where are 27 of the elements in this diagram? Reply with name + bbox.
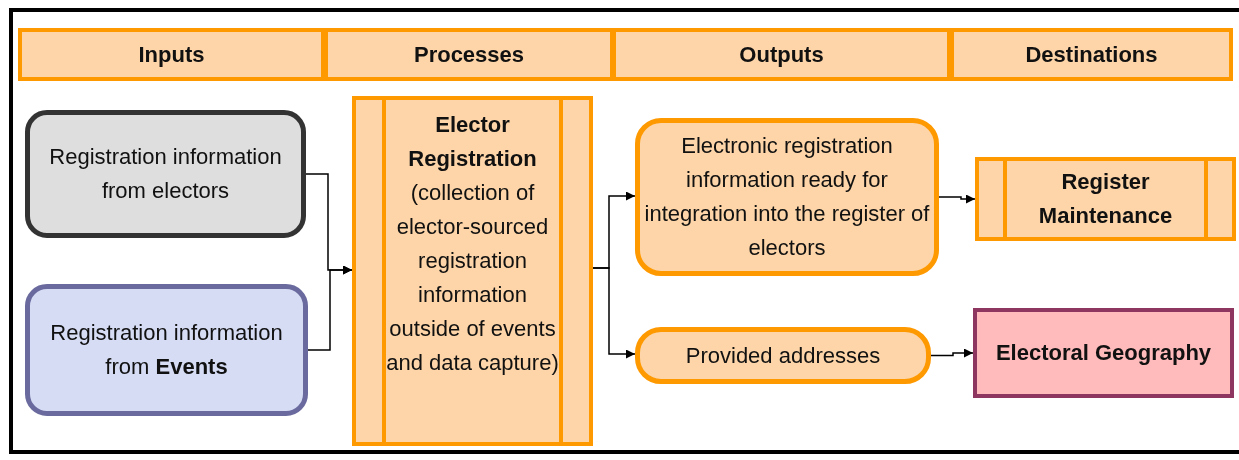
column-header [324,28,614,81]
arrow [592,267,636,359]
arrow [307,265,353,351]
column-header [612,28,951,81]
header-label: Outputs [739,40,824,69]
box-text: Registration information from electors [48,143,283,205]
input-box [25,284,308,416]
column-header [18,28,325,81]
output-box [635,118,939,276]
process-title: Elector Registration [407,111,538,173]
header-label: Inputs [138,40,205,69]
arrow [938,194,976,204]
output-box [635,327,931,384]
destination-box [973,308,1234,398]
header-label: Destinations [1025,40,1158,69]
header-label: Processes [413,40,525,69]
column-header [950,28,1233,81]
box-text: Provided addresses [685,341,881,370]
box-text: (collection of elector-sourced registration information outside of events and data capture) [386,179,559,377]
box-text: Electronic registration information ready for integration into the register of electors [643,132,931,262]
input-box [25,110,306,238]
box-text: Electoral Geography [995,339,1212,367]
box-text: Registration information from Events [49,319,284,381]
box-text: Register Maintenance [1037,168,1174,230]
process-box [975,157,1236,241]
arrow [930,348,974,358]
process-box [352,96,593,446]
